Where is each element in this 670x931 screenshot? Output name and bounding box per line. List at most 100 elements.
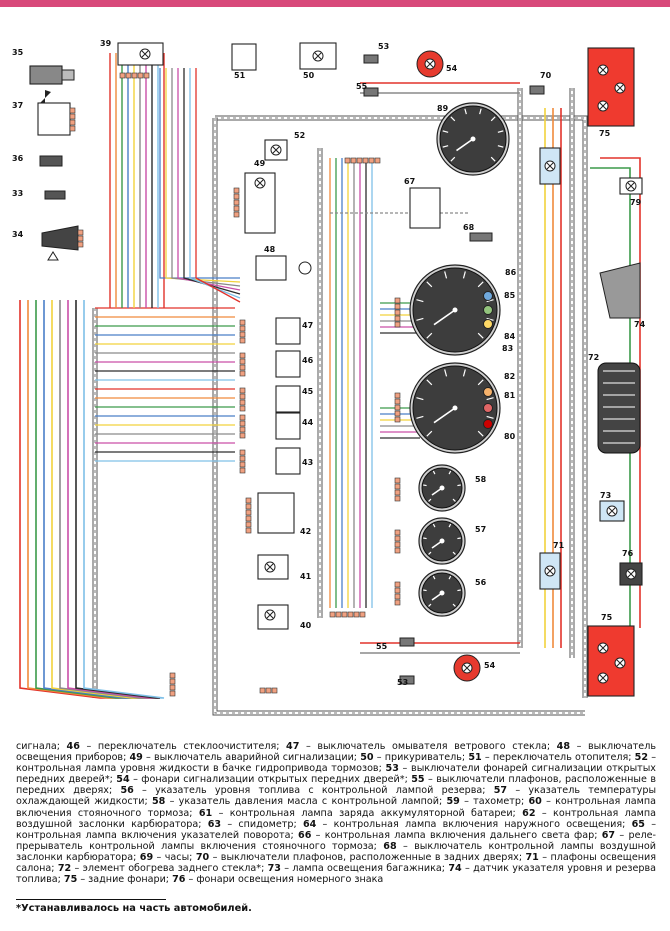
component-number: 40 <box>300 621 312 630</box>
connector-pin <box>239 399 246 406</box>
lamp-cross <box>608 507 616 515</box>
legend-entry-text: – часы; <box>153 851 196 863</box>
heater-switch-51 <box>231 43 257 71</box>
component-number: 74 <box>634 320 646 329</box>
legend-entry-text: – спидометр; <box>221 818 303 830</box>
legend-entry-number: 58 <box>151 796 166 808</box>
connector-pin <box>394 398 401 405</box>
component-number: 85 <box>504 291 516 300</box>
switch-36 <box>39 155 63 167</box>
component-number: 43 <box>302 458 313 467</box>
sun-icon <box>298 261 312 275</box>
tail-light-75-bottom <box>587 625 635 697</box>
connector-pin <box>245 497 252 504</box>
lamp-cross <box>599 674 607 682</box>
component-number: 83 <box>502 344 513 353</box>
tail-light-75-top <box>587 47 635 127</box>
gauge-tick <box>416 317 424 321</box>
component-number: 37 <box>12 101 23 110</box>
lamp-cross <box>266 611 274 619</box>
connector-pin <box>394 303 401 310</box>
connector-pin <box>329 611 336 618</box>
gauge-tick <box>416 299 424 303</box>
choke-switch-68 <box>469 232 493 242</box>
connector-pin <box>239 426 246 433</box>
relay-42 <box>257 492 295 534</box>
component-number: 54 <box>484 661 496 670</box>
gauge-tick <box>423 537 427 540</box>
connector-pin <box>259 687 266 694</box>
component-number: 48 <box>264 245 276 254</box>
legend-entry-text: – контрольная лампа заряда аккумуляторно… <box>212 807 523 819</box>
legend-entry: 64 – контрольная лампа включения наружно… <box>303 819 632 830</box>
gauge-tick <box>432 523 436 528</box>
gauge-tick <box>426 430 433 437</box>
connector-pin <box>394 581 401 588</box>
lamp-cross <box>314 52 322 60</box>
connector-pin <box>77 241 84 248</box>
connector-pin <box>239 414 246 421</box>
fuel-sensor-74 <box>599 262 641 319</box>
connector-pin <box>239 331 246 338</box>
connector-pin <box>233 187 240 194</box>
legend-entry-number: 54 <box>116 774 130 786</box>
connector-pin <box>394 495 401 502</box>
gauge-tick <box>490 156 496 162</box>
connector-pin <box>239 455 246 462</box>
connector-pin <box>239 337 246 344</box>
gauge-tick <box>486 415 494 419</box>
component-number: 53 <box>397 678 408 687</box>
legend-entry: 49 – выключатель аварийной сигнализации; <box>130 752 361 763</box>
connector-pin <box>233 205 240 212</box>
wire <box>59 300 160 699</box>
legend-entry-text: – фонари освещения номерного знака <box>185 874 384 886</box>
connector-pin <box>239 467 246 474</box>
legend-entry-number: 56 <box>120 785 134 797</box>
legend-caption: сигнала; 46 – переключатель стеклоочисти… <box>16 741 656 885</box>
component-number: 71 <box>553 541 565 550</box>
component-number: 75 <box>601 613 613 622</box>
wire <box>159 68 240 279</box>
legend-entry-text: – лампа освещения багажника; <box>280 863 449 875</box>
gauge-tick <box>448 470 452 475</box>
component-number: 55 <box>376 642 388 651</box>
legend-entry-text: – элемент обогрева заднего стекла*; <box>71 863 268 875</box>
legend-entry-text: – выключатели плафонов, расположенные в … <box>16 774 656 797</box>
component-number: 70 <box>540 71 552 80</box>
legend-entry: 70 – выключатели плафонов, расположенные… <box>196 852 526 863</box>
connector-pin <box>394 404 401 411</box>
connector-pin <box>233 193 240 200</box>
component-number: 79 <box>630 198 642 207</box>
legend-entry: 53 – выключатели фонарей сигнализации от… <box>16 763 656 785</box>
component-number: 86 <box>505 268 517 277</box>
gauge-tick <box>416 397 424 401</box>
legend-entry-number: 49 <box>129 752 143 764</box>
gauge-needle <box>433 407 456 424</box>
legend-entry: 54 – фонари сигнализации открытых передн… <box>116 774 411 785</box>
legend-entry-number: 57 <box>493 785 508 797</box>
legend-entry: 68 – выключатель контрольной лампы возду… <box>16 841 656 863</box>
component-number: 33 <box>12 189 23 198</box>
gauge-tick <box>428 603 432 607</box>
component-number: 73 <box>600 491 611 500</box>
relay-67 <box>409 187 441 229</box>
legend-entry-number: 71 <box>525 851 539 863</box>
legend-entry-text: – выключатель аварийной сигнализации; <box>142 752 361 764</box>
gauge-hub <box>452 405 458 411</box>
connector-pin <box>394 547 401 554</box>
steering-switch <box>275 317 301 345</box>
connector-pin <box>374 157 381 164</box>
component-number: 84 <box>504 332 516 341</box>
component-number: 82 <box>504 372 515 381</box>
connector-pin <box>335 611 342 618</box>
connector-pin <box>394 477 401 484</box>
connector-pin <box>245 527 252 534</box>
gauge-tick <box>423 484 427 487</box>
gauge-tick <box>490 116 496 122</box>
connector-pin <box>394 297 401 304</box>
legend-entry-text: – плафоны освещения салона; <box>16 851 657 875</box>
legend-entry-number: 66 <box>298 829 312 841</box>
legend-entry: 46 – переключатель стеклоочистителя; <box>67 741 287 752</box>
connector-pin <box>239 449 246 456</box>
